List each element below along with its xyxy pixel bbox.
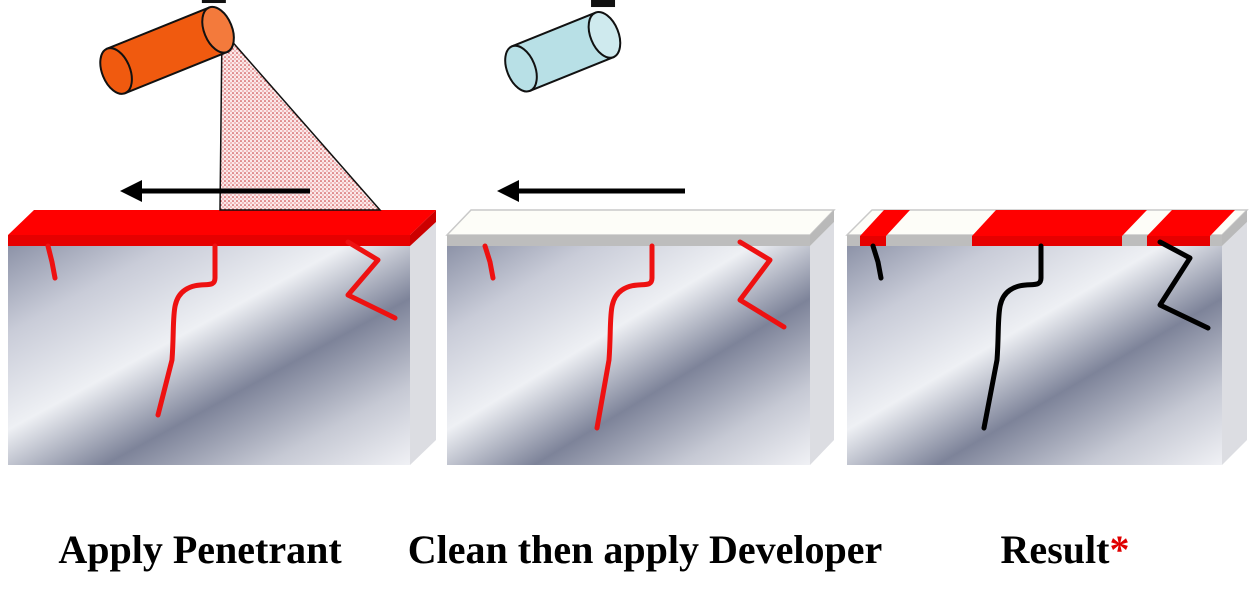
direction-arrow-icon [497, 180, 685, 202]
block-side-face [1222, 222, 1247, 465]
crack-3 [737, 239, 787, 330]
penetrant-top-layer [8, 210, 436, 235]
step-caption-clean-develop: Clean then apply Developer [407, 527, 883, 572]
penetrant-layer-side [410, 210, 436, 246]
panel-apply-penetrant [8, 0, 436, 465]
metal-block [447, 246, 810, 465]
developer-layer-side [810, 210, 834, 246]
penetrant-front-layer [8, 235, 410, 246]
crack-1 [870, 243, 884, 281]
asterisk-marker: * [1109, 527, 1130, 572]
penetrant-indication-3 [1147, 210, 1235, 246]
developer-front-layer [447, 235, 810, 246]
spray-mist [219, 28, 382, 211]
crack-1 [45, 243, 58, 281]
crack-2 [594, 243, 655, 431]
metal-block [847, 246, 1222, 465]
penetrant-indication-1 [860, 210, 910, 246]
result-label: Result [1000, 527, 1110, 572]
step-caption-result: Result* [960, 520, 1170, 580]
developer-top-layer [445, 209, 836, 236]
block-side-face [410, 222, 436, 465]
crack-3 [345, 239, 398, 321]
direction-arrow-icon [120, 180, 310, 202]
panel-clean-develop [445, 0, 836, 465]
developer-layer-side [1222, 210, 1247, 246]
crack-2 [155, 243, 218, 418]
penetrant-indication-2 [972, 210, 1147, 246]
crack-2 [981, 243, 1044, 431]
metal-block [8, 246, 410, 465]
step-caption-apply-penetrant: Apply Penetrant [58, 527, 342, 572]
panel-result [845, 209, 1249, 465]
spray-can-icon [504, 0, 622, 93]
spray-can-icon [99, 0, 235, 95]
block-side-face [810, 222, 834, 465]
crack-3 [1157, 239, 1211, 331]
crack-1 [482, 243, 496, 281]
